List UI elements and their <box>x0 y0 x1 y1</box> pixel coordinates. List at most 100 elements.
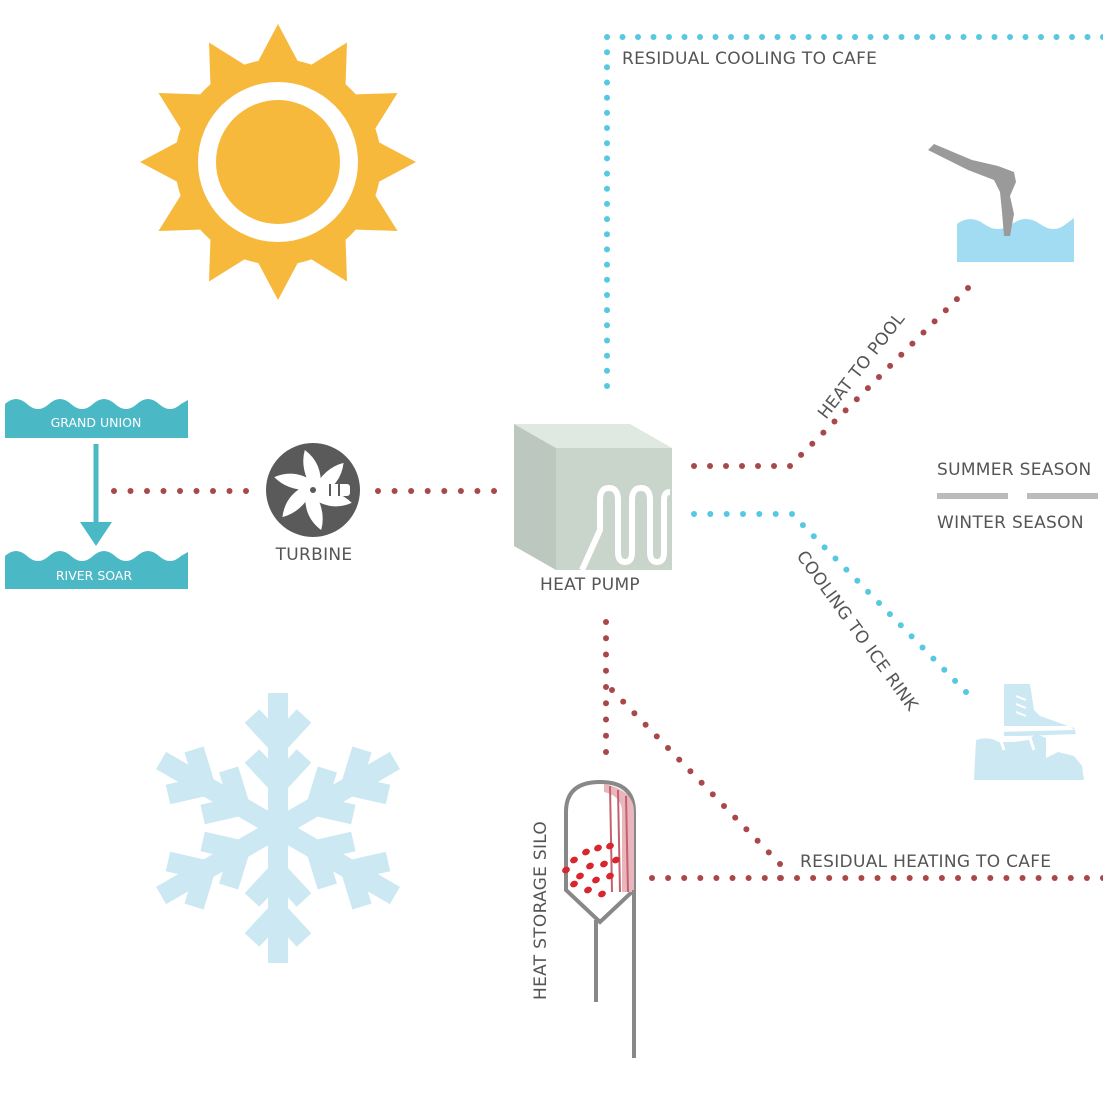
flow-dot <box>653 733 660 740</box>
flow-dot <box>729 875 736 881</box>
heat-dot <box>594 844 602 852</box>
flow-dot <box>789 511 795 517</box>
flow-dot <box>723 463 729 469</box>
heat-dot <box>606 842 614 850</box>
flow-dot <box>941 666 948 673</box>
flow-dot <box>604 383 610 389</box>
heat-dot <box>584 886 592 894</box>
flow-dot <box>1053 34 1060 40</box>
flow-dot <box>922 875 929 881</box>
flow-dot <box>177 488 183 494</box>
flow-dot <box>243 488 249 494</box>
flow-dot <box>603 700 609 707</box>
flow-dot <box>604 276 610 283</box>
flow-dot <box>876 374 882 380</box>
flow-dot <box>666 34 672 40</box>
flow-dot <box>1084 34 1091 40</box>
flow-dot <box>691 511 697 517</box>
heat-dot <box>562 866 570 874</box>
flow-dot <box>681 875 688 881</box>
flow-dot <box>805 34 812 40</box>
flow-dot <box>441 488 448 494</box>
flow-dot <box>604 322 610 329</box>
season-legend: SUMMER SEASON WINTER SEASON <box>937 460 1098 533</box>
flow-dot <box>965 285 971 291</box>
heat-dot <box>598 890 606 898</box>
residual-cooling-label: RESIDUAL COOLING TO CAFE <box>622 49 877 69</box>
flow-dot <box>945 34 951 40</box>
flow-dot <box>603 684 609 690</box>
flow-dot <box>604 140 610 147</box>
flow-dot <box>765 849 772 856</box>
flow-dot <box>603 651 609 658</box>
flow-dot <box>491 488 497 494</box>
flow-dot <box>1003 875 1010 881</box>
heat-dot <box>606 872 614 880</box>
flow-dot <box>810 875 817 881</box>
flow-dot <box>854 577 861 584</box>
flow-dot <box>642 721 649 728</box>
flow-dot <box>604 216 610 223</box>
flow-dot <box>604 34 610 40</box>
flow-dot <box>604 64 610 71</box>
flow-dot <box>906 875 913 881</box>
pool-water <box>957 218 1074 262</box>
flow-dot <box>874 875 881 881</box>
flow-dot <box>883 34 889 40</box>
flow-dot <box>604 337 610 344</box>
flow-dot <box>604 49 610 56</box>
flow-dot <box>853 396 860 403</box>
flow-dot <box>755 463 761 469</box>
flow-dot <box>631 710 638 717</box>
flow-dot <box>712 34 719 40</box>
snowflake-arm <box>273 746 400 837</box>
heat-storage-label: HEAT STORAGE SILO <box>531 821 551 1000</box>
flow-dot <box>991 34 998 40</box>
flow-dot <box>858 875 865 881</box>
flow-dot <box>1038 34 1044 40</box>
flow-dot <box>897 622 904 629</box>
flow-dot <box>620 698 627 705</box>
flow-dot <box>1067 875 1074 881</box>
heat-dot <box>592 876 600 884</box>
flow-dot <box>809 440 816 447</box>
snowflake-arm <box>244 828 312 963</box>
turbine-icon <box>266 443 360 537</box>
turbine-blade <box>274 473 315 491</box>
flow-dot <box>852 34 858 40</box>
turbine-blade <box>282 484 313 518</box>
flow-dot <box>963 689 969 695</box>
flow-dot <box>740 511 746 517</box>
flow-dot <box>920 329 927 336</box>
line-pump-to-cafe <box>609 687 783 881</box>
flow-dot <box>604 307 610 314</box>
heat-dot <box>576 872 584 880</box>
flow-dot <box>821 34 827 40</box>
flow-dot <box>697 34 703 40</box>
river-soar-water: RIVER SOAR <box>5 551 188 589</box>
flow-dot <box>713 875 720 881</box>
flow-dot <box>603 667 609 674</box>
flow-dot <box>721 803 727 809</box>
flow-dot <box>931 318 938 325</box>
turbine-label: TURBINE <box>275 545 353 565</box>
flow-dot <box>761 875 768 881</box>
flow-dot <box>375 488 381 494</box>
line-heat-to-pool <box>691 285 971 469</box>
flow-dot <box>681 34 688 40</box>
flow-dot <box>604 79 610 86</box>
flow-dot <box>842 875 849 881</box>
flow-dot <box>756 511 763 517</box>
flow-dot <box>604 367 610 374</box>
flow-dot <box>457 488 464 494</box>
flow-dot <box>743 34 750 40</box>
flow-dot <box>929 34 936 40</box>
grand-union-water: GRAND UNION <box>5 399 188 438</box>
flow-dot <box>144 488 150 494</box>
flow-dot <box>953 296 960 303</box>
heat-dot <box>570 856 578 864</box>
flow-dot <box>649 875 655 881</box>
turbine-blade <box>305 489 323 531</box>
snowflake-arm <box>156 819 283 910</box>
